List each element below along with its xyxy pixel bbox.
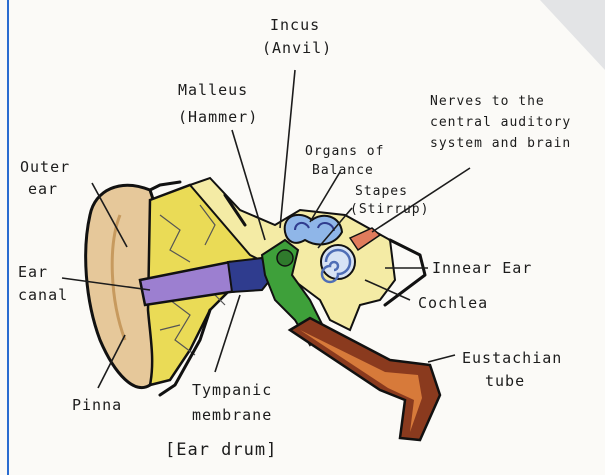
label-stapes-sub: (Stirrup) — [350, 202, 429, 217]
label-nerves-2: central auditory — [430, 115, 571, 130]
label-nerves-1: Nerves to the — [430, 94, 545, 109]
label-ear-canal-2: canal — [18, 286, 68, 304]
label-eustachian-2: tube — [485, 372, 525, 390]
label-tympanic-2: membrane — [192, 406, 272, 424]
label-ear-canal-1: Ear — [18, 263, 48, 281]
label-outer-ear-1: Outer — [20, 158, 70, 176]
label-tympanic-1: Tympanic — [192, 381, 272, 399]
label-organs-2: Balance — [312, 163, 374, 178]
label-tympanic-3: [Ear drum] — [165, 440, 277, 460]
label-organs-1: Organs of — [305, 144, 384, 159]
label-inner-ear: Innear Ear — [432, 259, 532, 277]
label-stapes: Stapes — [355, 184, 408, 199]
incus-knob — [277, 250, 293, 266]
label-nerves-3: system and brain — [430, 136, 571, 151]
label-malleus-sub: (Hammer) — [178, 108, 258, 126]
label-incus: Incus — [270, 16, 320, 34]
label-incus-sub: (Anvil) — [262, 39, 332, 57]
label-outer-ear-2: ear — [28, 180, 58, 198]
label-eustachian-1: Eustachian — [462, 349, 562, 367]
label-pinna: Pinna — [72, 396, 122, 414]
label-cochlea: Cochlea — [418, 294, 488, 312]
label-malleus: Malleus — [178, 81, 248, 99]
